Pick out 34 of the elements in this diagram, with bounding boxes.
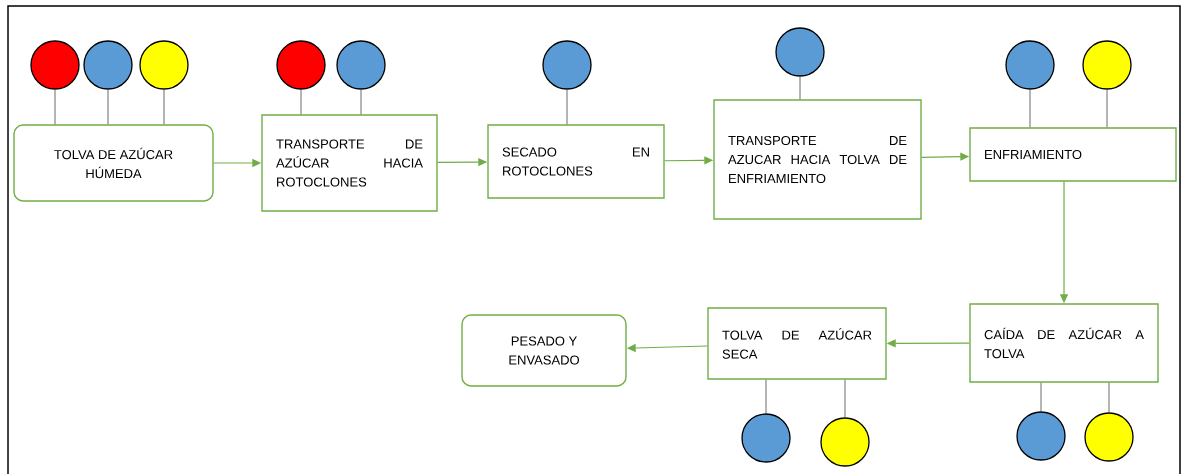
- connector-line: [54, 89, 56, 125]
- connector-line: [566, 89, 568, 125]
- process-box: TRANSPORTE DE AZÚCAR HACIA ROTOCLONES: [261, 114, 438, 212]
- circle: [820, 417, 870, 467]
- circle: [83, 40, 133, 90]
- circle: [336, 40, 386, 90]
- process-box: TOLVA DE AZÚCAR SECA: [707, 307, 887, 380]
- circle: [775, 27, 825, 77]
- connector-line: [360, 89, 362, 115]
- connector-line: [1040, 382, 1042, 412]
- circle: [1016, 411, 1066, 461]
- circle: [1082, 40, 1132, 90]
- rounded-box: TOLVA DE AZÚCAR HÚMEDA: [13, 124, 214, 202]
- rounded-box: PESADO Y ENVASADO: [461, 314, 627, 387]
- connector-line: [300, 89, 302, 115]
- connector-line: [844, 379, 846, 418]
- circle: [741, 413, 791, 463]
- circle: [1005, 40, 1055, 90]
- process-box: TRANSPORTE DE AZUCAR HACIA TOLVA DE ENFRIAMIENTO: [713, 99, 922, 220]
- process-box: CAÍDA DE AZÚCAR A TOLVA: [969, 303, 1159, 383]
- connector-line: [1106, 89, 1108, 128]
- circle: [30, 40, 80, 90]
- circle: [139, 40, 189, 90]
- connector-line: [107, 89, 109, 125]
- circle: [542, 40, 592, 90]
- connector-line: [163, 89, 165, 125]
- process-box: SECADO EN ROTOCLONES: [487, 124, 665, 199]
- connector-line: [765, 379, 767, 414]
- connector-line: [1108, 382, 1110, 413]
- circle: [1084, 412, 1134, 462]
- circle: [276, 40, 326, 90]
- connector-line: [1029, 89, 1031, 128]
- process-box: ENFRIAMIENTO: [969, 127, 1177, 182]
- connector-line: [799, 76, 801, 100]
